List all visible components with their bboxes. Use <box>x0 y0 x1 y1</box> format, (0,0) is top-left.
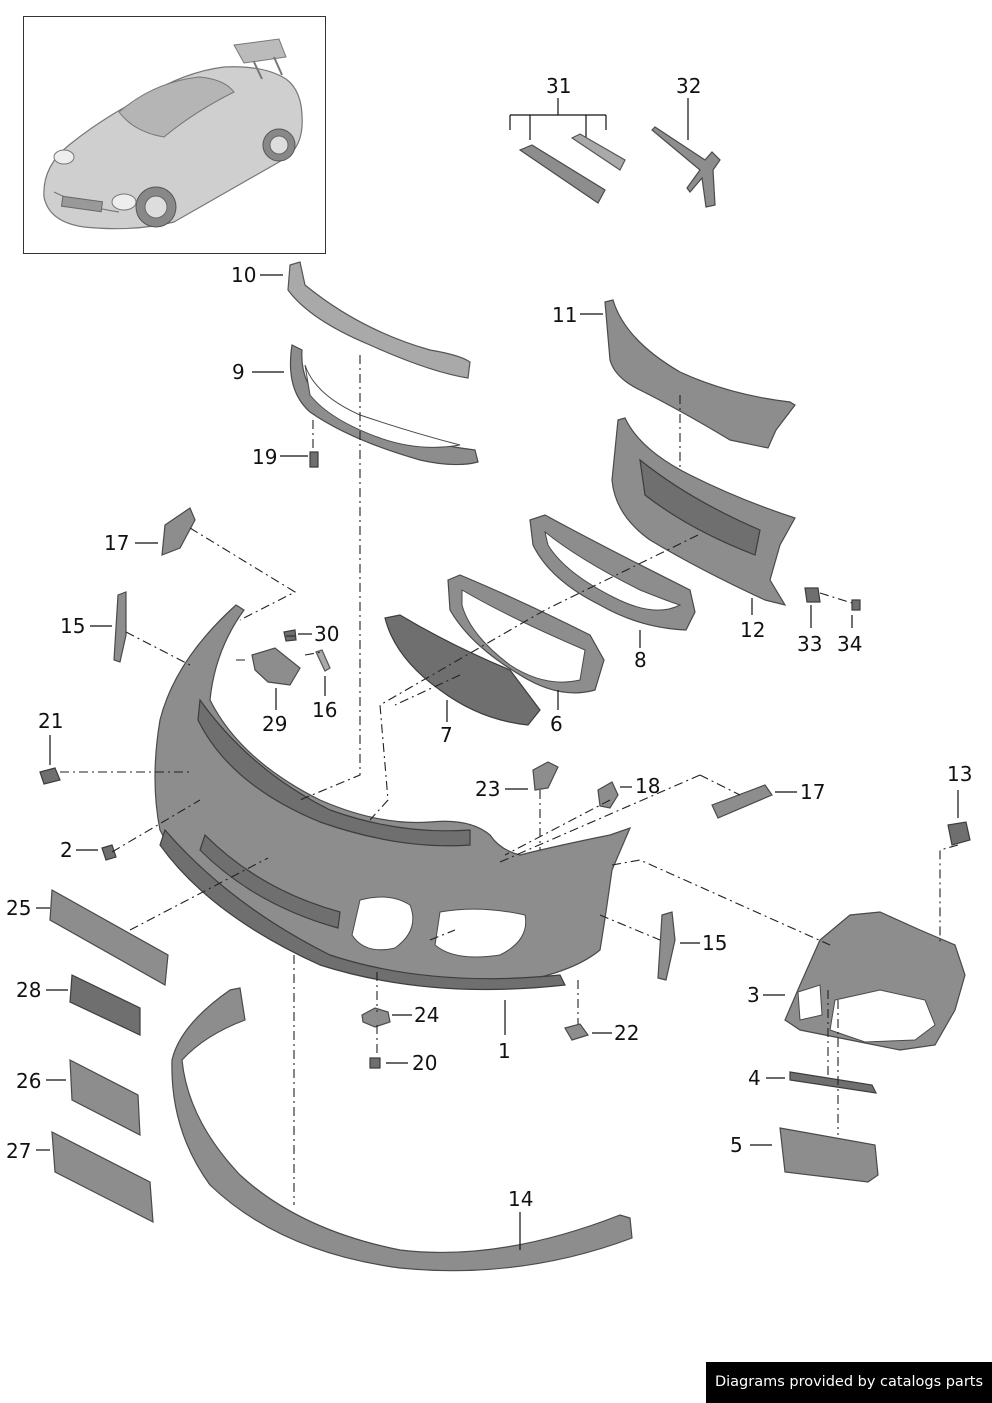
callout-1: 1 <box>498 1039 511 1063</box>
part-29-bracket[interactable] <box>251 647 301 710</box>
callout-2: 2 <box>60 838 73 862</box>
callout-25: 25 <box>6 896 31 920</box>
part-9-grille-frame[interactable] <box>252 344 479 466</box>
part-15-side-guide-left[interactable] <box>90 591 127 663</box>
callout-28: 28 <box>16 978 41 1002</box>
part-14-front-spoiler-lip[interactable] <box>171 987 633 1272</box>
callout-31: 31 <box>546 74 571 98</box>
part-20-screw[interactable] <box>369 1057 408 1069</box>
part-22-clip[interactable] <box>564 1023 612 1041</box>
callout-27: 27 <box>6 1139 31 1163</box>
callout-26: 26 <box>16 1069 41 1093</box>
part-13-bumper-stop[interactable] <box>947 790 971 846</box>
part-18-clip[interactable] <box>597 781 632 809</box>
part-17-bracket-left[interactable] <box>135 507 196 556</box>
part-12-air-duct[interactable] <box>611 417 796 615</box>
part-28-plate-bracket[interactable] <box>46 974 141 1036</box>
part-32-applicator-gun[interactable] <box>651 98 721 208</box>
part-23-clip[interactable] <box>505 761 559 791</box>
vehicle-thumbnail-frame <box>23 16 326 254</box>
callout-33: 33 <box>797 632 822 656</box>
callout-19: 19 <box>252 445 277 469</box>
callout-15-left: 15 <box>60 614 85 638</box>
callout-24: 24 <box>414 1003 439 1027</box>
callout-23: 23 <box>475 777 500 801</box>
callout-30: 30 <box>314 622 339 646</box>
callout-8: 8 <box>634 648 647 672</box>
callout-4: 4 <box>748 1066 761 1090</box>
callout-14: 14 <box>508 1187 533 1211</box>
part-3-bracket-carrier[interactable] <box>763 911 966 1051</box>
part-17-bracket-right[interactable] <box>711 784 797 819</box>
callout-3: 3 <box>747 983 760 1007</box>
callout-20: 20 <box>412 1051 437 1075</box>
car-thumbnail-icon <box>43 38 303 230</box>
part-21-clip[interactable] <box>39 735 61 785</box>
callout-22: 22 <box>614 1021 639 1045</box>
part-2-clip[interactable] <box>76 844 117 861</box>
part-31-sealant-tubes[interactable] <box>509 98 626 204</box>
callout-15-right: 15 <box>702 931 727 955</box>
part-8-grille[interactable] <box>529 514 696 648</box>
part-33-clip[interactable] <box>804 587 821 628</box>
part-16-pin[interactable] <box>315 649 331 696</box>
part-5-mesh-insert[interactable] <box>750 1127 879 1183</box>
callout-34: 34 <box>837 632 862 656</box>
part-34-screw[interactable] <box>851 599 861 628</box>
part-7-mesh-insert[interactable] <box>384 614 541 726</box>
callout-17-right: 17 <box>800 780 825 804</box>
part-6-grille[interactable] <box>447 574 605 710</box>
callout-18: 18 <box>635 774 660 798</box>
part-11-upper-air-duct[interactable] <box>580 299 796 449</box>
part-26-plate-base[interactable] <box>46 1058 141 1137</box>
callout-labels: 31 32 10 11 9 19 17 15 30 12 33 34 8 16 … <box>6 74 972 1211</box>
part-15-side-guide-right[interactable] <box>657 911 700 981</box>
assembly-lines <box>60 355 959 1205</box>
part-27-plate-cover[interactable] <box>36 1130 154 1224</box>
callout-17-left: 17 <box>104 531 129 555</box>
callout-13: 13 <box>947 762 972 786</box>
part-1-front-bumper-cover[interactable] <box>154 604 632 1035</box>
callout-29: 29 <box>262 712 287 736</box>
callout-11: 11 <box>552 303 577 327</box>
callout-5: 5 <box>730 1133 743 1157</box>
callout-32: 32 <box>676 74 701 98</box>
callout-16: 16 <box>312 698 337 722</box>
part-25-plate-carrier[interactable] <box>36 889 169 986</box>
part-4-trim-strip[interactable] <box>766 1071 878 1094</box>
part-10-foam-strip[interactable] <box>260 261 471 379</box>
part-24-mount[interactable] <box>361 1007 412 1028</box>
callout-9: 9 <box>232 360 245 384</box>
callout-7: 7 <box>440 723 453 747</box>
callout-6: 6 <box>550 712 563 736</box>
callout-12: 12 <box>740 618 765 642</box>
part-19-screw[interactable] <box>280 451 319 468</box>
callout-10: 10 <box>231 263 256 287</box>
footer-credit: Diagrams provided by catalogs parts <box>706 1362 992 1403</box>
callout-21: 21 <box>38 709 63 733</box>
